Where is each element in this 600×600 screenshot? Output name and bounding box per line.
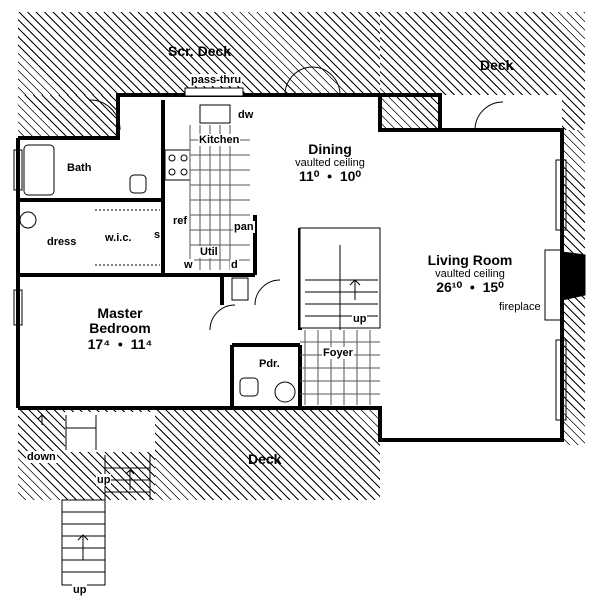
- deck-top-label: Deck: [480, 57, 514, 73]
- master-sep: •: [117, 335, 123, 352]
- washer-label: w: [183, 259, 194, 271]
- dining-sep: •: [327, 168, 333, 185]
- living-depth: 15⁰: [482, 279, 504, 296]
- refrigerator-label: ref: [172, 215, 189, 227]
- deck-bottom-area: [155, 408, 380, 500]
- pass-thru-label: pass-thru: [190, 74, 243, 86]
- stair-up-label: up: [96, 474, 112, 486]
- master-label-2: Bedroom: [89, 320, 151, 337]
- living-room: Living Room vaulted ceiling 26¹⁰ • 15⁰: [415, 252, 525, 296]
- foyer-stair-up-label: up: [352, 313, 368, 325]
- dining-room: Dining vaulted ceiling 11⁰ • 10⁰: [285, 141, 375, 185]
- utility-label: Util: [199, 246, 219, 258]
- dining-ceiling-note: vaulted ceiling: [295, 157, 365, 170]
- dining-width: 11⁰: [298, 168, 320, 185]
- stair-down-label: down: [26, 451, 57, 463]
- pantry-label: pan: [233, 221, 255, 233]
- powder-label: Pdr.: [258, 358, 281, 370]
- master-depth: 11⁴: [130, 335, 153, 352]
- living-width: 26¹⁰: [436, 279, 463, 296]
- deck-bottom-label: Deck: [248, 451, 282, 467]
- dishwasher-label: dw: [237, 109, 255, 121]
- fireplace-label: fireplace: [498, 301, 542, 313]
- living-label: Living Room: [427, 252, 513, 268]
- bath-label: Bath: [66, 162, 93, 174]
- dryer-label: d: [230, 259, 239, 271]
- dress-label: dress: [46, 236, 78, 248]
- shelf-label: s: [153, 229, 162, 241]
- wic-label: w.i.c.: [104, 232, 133, 244]
- foyer-label: Foyer: [322, 347, 354, 359]
- master-width: 17⁴: [87, 335, 111, 352]
- master-label: Master: [97, 305, 143, 321]
- screened-deck-label: Scr. Deck: [168, 43, 232, 59]
- living-ceiling-note: vaulted ceiling: [435, 268, 505, 281]
- living-sep: •: [469, 279, 475, 296]
- dining-depth: 10⁰: [339, 168, 362, 185]
- dining-label: Dining: [308, 141, 352, 157]
- master-bedroom: Master Bedroom 17⁴ • 11⁴: [75, 305, 165, 352]
- kitchen-label: Kitchen: [198, 134, 241, 146]
- bottom-stair-up-label: up: [72, 584, 88, 596]
